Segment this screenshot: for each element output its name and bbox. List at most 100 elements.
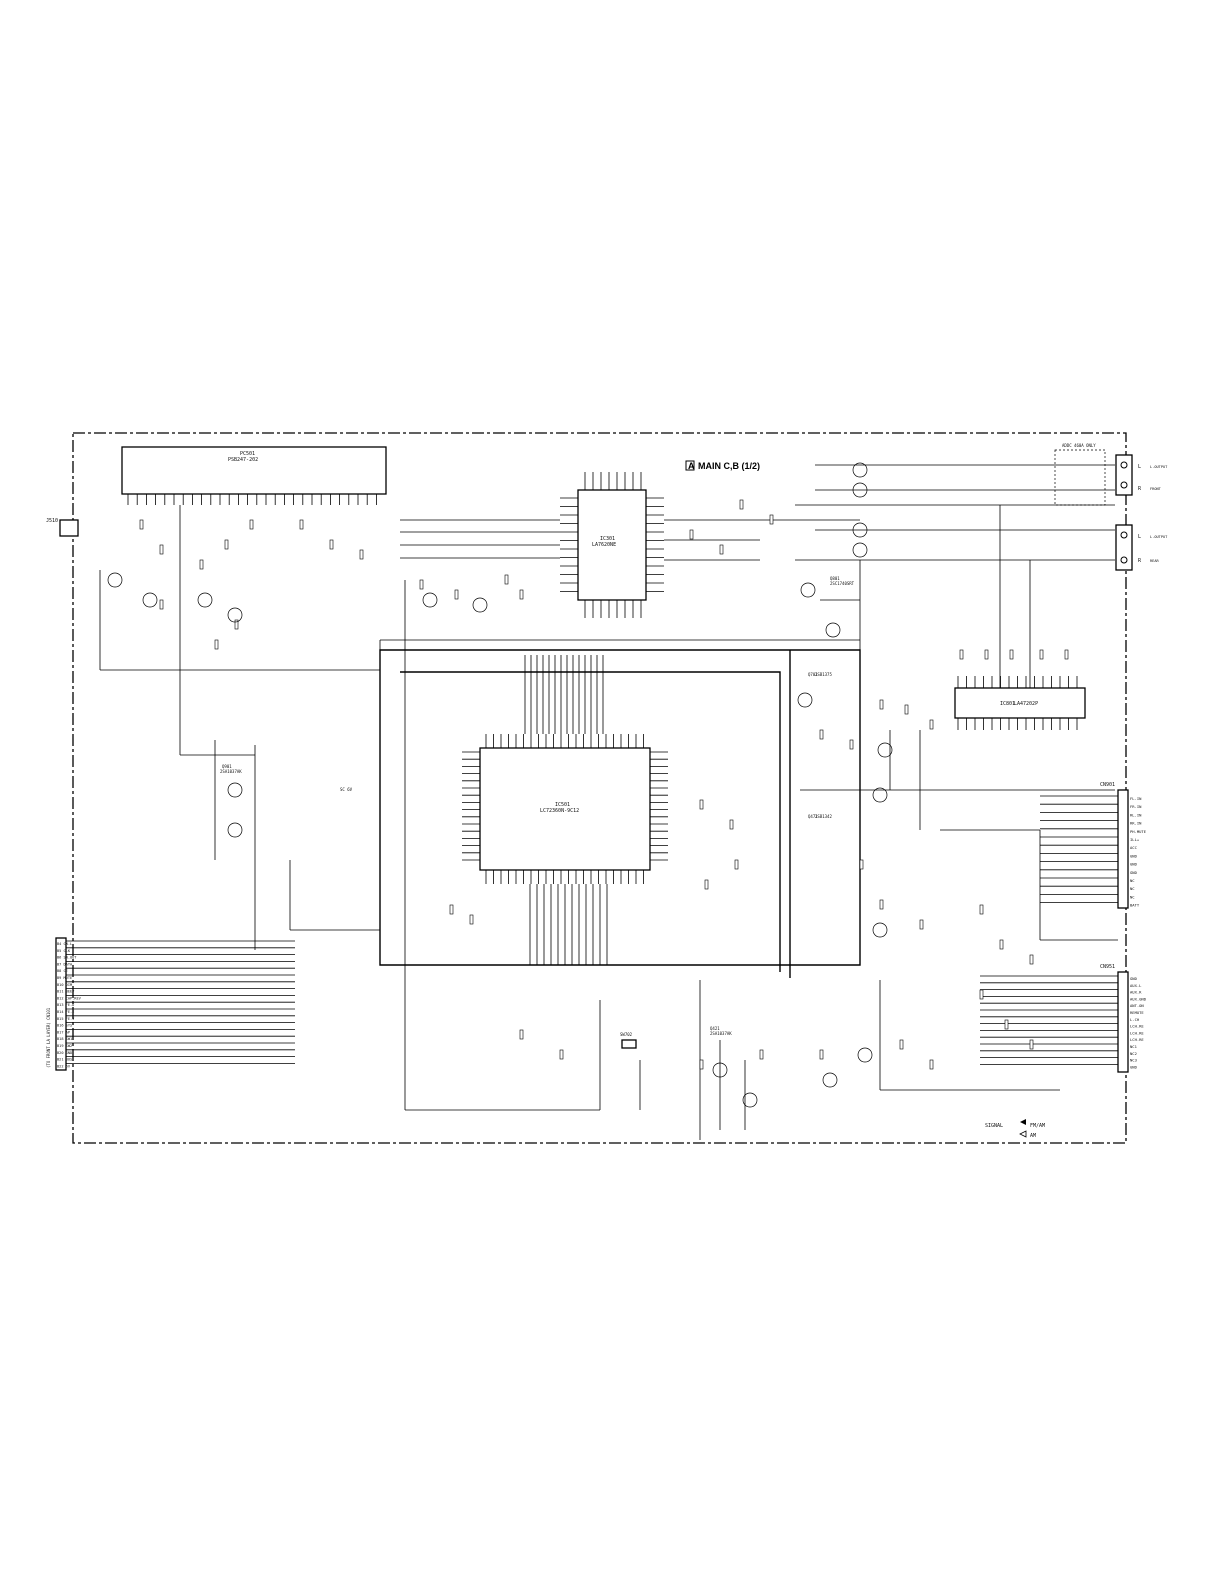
- component: [329, 539, 334, 550]
- pin-label: REAR: [1150, 559, 1159, 563]
- pin-label: B19 SW2: [57, 1044, 72, 1048]
- component: [984, 649, 989, 660]
- component: [359, 549, 364, 560]
- transistor: [857, 1047, 873, 1063]
- svg-text:PC501: PC501: [240, 451, 255, 457]
- ic501-chip: IC501 LC72360N-9C12: [479, 747, 651, 871]
- cn951-connector: CN951: [1100, 964, 1129, 1073]
- pin-label: GND: [1130, 853, 1138, 858]
- component: [849, 739, 854, 750]
- pin-label: RR.IN: [1130, 821, 1142, 826]
- sheet-frame: [72, 432, 1127, 1144]
- pin-label: ACC: [1130, 845, 1137, 850]
- svg-text:CN951: CN951: [1100, 964, 1115, 970]
- pin-label: B6 SW.OUT: [57, 956, 77, 960]
- component: [199, 559, 204, 570]
- transistor: [852, 542, 868, 558]
- pin-label: B13 FE.D: [57, 1003, 74, 1007]
- component: [699, 1059, 704, 1070]
- pin-label: NC2: [1130, 1051, 1137, 1056]
- pin-label: B7 DATA: [57, 962, 73, 966]
- component: [449, 904, 454, 915]
- j510-jack: J510: [46, 518, 79, 537]
- svg-text:IC501: IC501: [555, 802, 570, 808]
- option-box: [1054, 449, 1106, 506]
- transistor: [227, 782, 243, 798]
- svg-text:Q801: Q801: [830, 576, 840, 581]
- component: [159, 544, 164, 555]
- pin-label: REMOTE: [1130, 1010, 1144, 1015]
- pin-label: GND: [1130, 976, 1138, 981]
- component: [734, 859, 739, 870]
- pin-label: NC1: [1130, 1044, 1138, 1049]
- transistor: [877, 742, 893, 758]
- svg-text:Q421: Q421: [710, 1026, 720, 1031]
- pin-label: L: [1138, 464, 1141, 470]
- component: [699, 799, 704, 810]
- pin-label: FR.IN: [1130, 804, 1142, 809]
- pin-label: GND: [1130, 862, 1138, 867]
- svg-text:IC801: IC801: [1000, 701, 1015, 707]
- component: [979, 989, 984, 1000]
- component: [719, 544, 724, 555]
- pin-label: B14 FE.E: [57, 1010, 74, 1014]
- pin-label: B22 6V: [57, 1064, 71, 1068]
- component: [729, 819, 734, 830]
- component: [214, 639, 219, 650]
- pin-label: R: [1138, 486, 1142, 492]
- component: [1029, 954, 1034, 965]
- component: [929, 719, 934, 730]
- component: [904, 704, 909, 715]
- svg-text:2SA1037AK: 2SA1037AK: [710, 1031, 732, 1036]
- component: [519, 1029, 524, 1040]
- svg-text:FM/AM: FM/AM: [1030, 1123, 1045, 1129]
- component: [1009, 649, 1014, 660]
- pin-label: NC: [1130, 886, 1135, 891]
- transistor: [422, 592, 438, 608]
- left-header-connector: [55, 937, 67, 1071]
- component: [769, 514, 774, 525]
- component: [1004, 1019, 1009, 1030]
- svg-text:MAIN C,B (1/2): MAIN C,B (1/2): [698, 461, 760, 471]
- component: [299, 519, 304, 530]
- pin-label: NC: [1130, 894, 1135, 899]
- pin-label: B17 AP: [57, 1030, 70, 1034]
- pin-label: RL.IN: [1130, 812, 1142, 817]
- pin-label: L: [1138, 534, 1141, 540]
- svg-text:2SB1342: 2SB1342: [815, 814, 832, 819]
- component: [234, 619, 239, 630]
- transistor: [797, 692, 813, 708]
- component: [419, 579, 424, 590]
- transistor: [872, 787, 888, 803]
- wiring: [66, 462, 1118, 1140]
- pin-label: PH.MUTE: [1130, 829, 1147, 834]
- svg-text:PSB247-202: PSB247-202: [228, 457, 258, 463]
- svg-text:Q701: Q701: [808, 672, 818, 677]
- pin-label: B15 FE.V: [57, 1017, 75, 1021]
- component: [504, 574, 509, 585]
- svg-text:LC72360N-9C12: LC72360N-9C12: [540, 808, 579, 814]
- svg-text:2SB1375: 2SB1375: [815, 672, 832, 677]
- component: [919, 919, 924, 930]
- component: [879, 899, 884, 910]
- svg-text:SW702: SW702: [620, 1032, 633, 1037]
- pin-label: GND: [1130, 870, 1138, 875]
- transistor: [142, 592, 158, 608]
- component: [819, 729, 824, 740]
- pin-label: B10 DIM: [57, 983, 73, 987]
- component: [1029, 1039, 1034, 1050]
- pin-label: B8 CE: [57, 969, 68, 973]
- cn901-connector: CN901: [1100, 782, 1129, 909]
- pin-label: BATT: [1130, 903, 1140, 908]
- pin-label: FRONT: [1150, 487, 1162, 491]
- transistor: [742, 1092, 758, 1108]
- component: [859, 859, 864, 870]
- transistor: [852, 482, 868, 498]
- component: [224, 539, 229, 550]
- transistor: [227, 822, 243, 838]
- pin-label: FL.IN: [1130, 796, 1142, 801]
- signal-legend: SIGNAL FM/AM AM: [985, 1119, 1045, 1139]
- svg-text:IC301: IC301: [600, 536, 615, 542]
